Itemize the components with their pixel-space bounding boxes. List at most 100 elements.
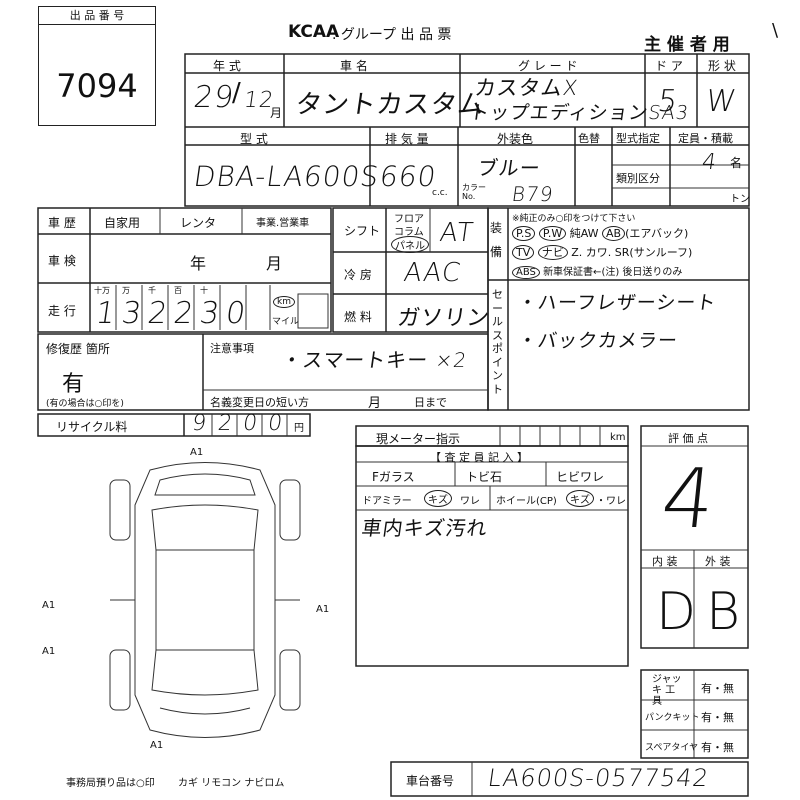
name-change-label: 名義変更日の短い方 — [210, 396, 309, 409]
sales-point-item-1: ・ハーフレザーシート — [516, 292, 718, 314]
mile-option: マイル — [272, 317, 300, 327]
capacity-unit: 名 — [730, 156, 743, 170]
meter-label: 現メーター指示 — [376, 432, 461, 446]
ext-color-label: 外装色 — [497, 132, 534, 146]
spare-yes-no: 有・無 — [701, 741, 734, 754]
sales-point-item-2: ・バックカメラー — [516, 330, 680, 352]
door-label: ド ア — [655, 59, 683, 73]
month-suffix: 月 — [270, 106, 283, 120]
shift-column: コラム — [394, 227, 424, 238]
shift-label: シフト — [344, 224, 381, 238]
equipment-line-3: ABS 新車保証書←(注) 後日送りのみ — [512, 263, 682, 279]
ton-unit: トン — [730, 194, 750, 205]
inspection-month-unit: 月 — [266, 254, 283, 273]
damage-mark-right: A1 — [316, 604, 330, 615]
wheel-scratch: キズ — [566, 490, 594, 507]
office-items: カギ リモコン ナビロム — [178, 778, 285, 789]
inspector-note: 車内キズ汚れ — [360, 516, 490, 540]
exterior-value: B — [706, 582, 741, 642]
windshield-chip: トビ石 — [466, 470, 503, 484]
wheel-crack: ・ワレ — [596, 496, 626, 507]
equipment-line-2: TV ナビ Z. カワ. SR(サンルーフ) — [512, 244, 692, 260]
chassis-value: LA600S-0577542 — [486, 764, 711, 792]
sales-point-label: セールスポイント — [492, 288, 503, 396]
windshield-label: Fガラス — [372, 470, 415, 484]
grade-label: グ レ ー ド — [518, 59, 578, 73]
fuel-label: 燃 料 — [344, 310, 372, 324]
jack-yes-no: 有・無 — [701, 682, 734, 695]
recycle-label: リサイクル料 — [56, 420, 128, 434]
rental-option: レンタ — [180, 216, 217, 230]
private-use-option: 自家用 — [104, 216, 141, 230]
lot-number: 7094 — [56, 67, 138, 105]
cc-unit: c.c. — [432, 188, 448, 198]
shape-label: 形 状 — [708, 59, 736, 73]
car-name-value: タントカスタム — [293, 90, 487, 120]
interior-value: D — [656, 582, 697, 642]
puncture-kit-label: パンクキット — [645, 713, 700, 723]
repair-history-value: 有 — [62, 372, 85, 397]
year-value: 29 — [191, 80, 237, 115]
spare-tire-label: スペアタイヤ — [645, 743, 699, 753]
organizer-label: 主 催 者 用 — [644, 35, 730, 55]
history-label: 車 歴 — [48, 216, 76, 230]
displacement-label: 排 気 量 — [385, 132, 429, 146]
inspection-year-unit: 年 — [190, 254, 207, 273]
displacement-value: 660 — [377, 160, 439, 193]
grade-label: 評 価 点 — [668, 432, 708, 445]
damage-mark-rear: A1 — [150, 740, 164, 751]
name-change-month: 月 — [368, 396, 382, 411]
name-change-day: 日まで — [414, 396, 447, 409]
car-damage-diagram — [109, 462, 301, 738]
puncture-yes-no: 有・無 — [701, 711, 734, 724]
shape-value: W — [703, 84, 740, 119]
equipment-note: ※純正のみ○印をつけて下さい — [512, 214, 636, 224]
exterior-label: 外 装 — [705, 555, 731, 568]
interior-label: 内 装 — [652, 555, 678, 568]
notes-value: ・スマートキー ×2 — [280, 348, 469, 372]
damage-mark-front: A1 — [190, 447, 204, 458]
recycle-unit: 円 — [294, 423, 304, 434]
repair-note: (有の場合は○印を) — [46, 399, 124, 409]
wheel-label: ホイール(CP) — [496, 496, 557, 507]
lot-number-box: 出 品 番 号 7094 — [38, 6, 156, 126]
fuel-value: ガソリン — [395, 306, 492, 331]
notes-label: 注意事項 — [210, 342, 254, 355]
color-change-label: 色替 — [578, 132, 600, 145]
km-option: km — [273, 296, 295, 308]
car-name-label: 車 名 — [340, 59, 368, 73]
lot-number-label: 出 品 番 号 — [39, 7, 155, 25]
capacity-label: 定員・積載 — [678, 132, 733, 145]
mileage-label: 走 行 — [48, 304, 76, 318]
ac-value: AAC — [401, 258, 464, 288]
year-label: 年 式 — [213, 59, 241, 73]
grade-value: 4 — [657, 452, 720, 547]
model-label: 型 式 — [240, 132, 268, 146]
meter-km: km — [610, 432, 626, 443]
damage-mark-left-rear: A1 — [42, 646, 56, 657]
ac-label: 冷 房 — [344, 268, 372, 282]
inspector-title: 【 査 定 員 記 入 】 — [430, 451, 528, 464]
chassis-label: 車台番号 — [406, 774, 455, 788]
shift-floor: フロア — [394, 214, 424, 225]
repair-history-label: 修復歴 箇所 — [46, 342, 110, 356]
color-no-value: B79 — [510, 182, 556, 206]
business-option: 事業.営業車 — [256, 218, 310, 229]
corner-mark: \ — [772, 20, 779, 41]
org-name: KCAA — [288, 22, 340, 42]
inspection-label: 車 検 — [48, 254, 76, 268]
door-mirror-label: ドアミラー — [362, 496, 412, 507]
equipment-side-label: 装 備 — [490, 221, 503, 259]
color-no-label: カラー No. — [462, 183, 486, 201]
mileage-digit-labels: 十万 万 千 百 十 — [94, 286, 208, 295]
door-mirror-scratch: キズ — [424, 490, 452, 507]
type-spec-label: 型式指定 — [616, 132, 660, 145]
jack-label: ジャッキ 工 具 — [652, 674, 682, 707]
color-value: ブルー — [476, 156, 543, 180]
damage-mark-left: A1 — [42, 600, 56, 611]
shift-value: AT — [437, 218, 476, 248]
shift-panel: パネル — [391, 236, 429, 253]
equipment-line-1: P.S P.W 純AW AB(エアバック) — [512, 225, 688, 241]
sheet-title: . グループ 出 品 票 — [332, 27, 452, 43]
